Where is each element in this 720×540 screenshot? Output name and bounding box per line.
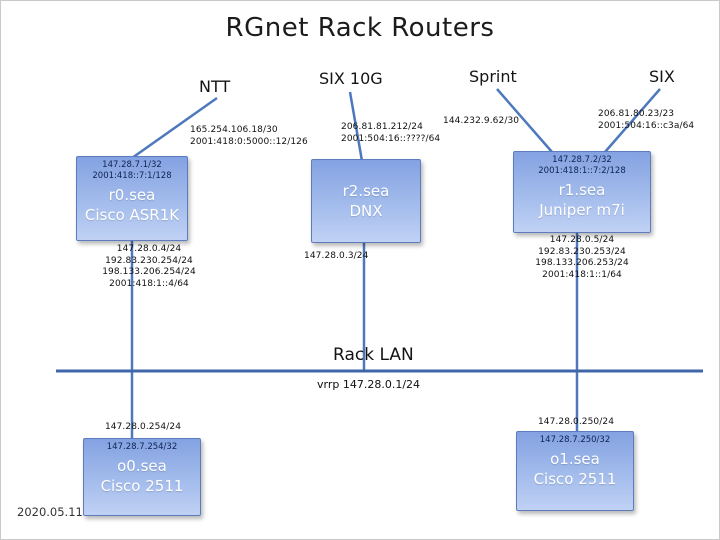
- r2-hostname: r2.sea: [342, 182, 390, 200]
- o0-hostname: o0.sea: [117, 457, 167, 476]
- r1-loopback-ips: 147.28.7.2/32 2001:418:1::7:2/128: [538, 155, 626, 177]
- r1-hostname: r1.sea: [558, 181, 606, 200]
- six10g-link-line: [348, 91, 364, 162]
- ntt-interface-ips: 165.254.106.18/30 2001:418:0:5000::12/12…: [190, 125, 308, 147]
- o0-loopback-ip: 147.28.7.254/32: [106, 442, 178, 452]
- r1-model: Juniper m7i: [539, 201, 625, 220]
- r2-model: DNX: [349, 202, 383, 220]
- six-link-line: [604, 88, 661, 153]
- slide-date: 2020.05.11: [17, 505, 83, 519]
- uplink-label-six10g: SIX 10G: [319, 69, 383, 88]
- o0-lan-ip: 147.28.0.254/24: [104, 422, 182, 432]
- r0-lan-ips: 147.28.0.4/24 192.83.230.254/24 198.133.…: [102, 244, 196, 290]
- six10g-interface-ips: 206.81.81.212/24 2001:504:16::????/64: [341, 122, 441, 144]
- console-node-o1: 147.28.7.250/32 o1.sea Cisco 2511: [516, 431, 634, 511]
- rack-lan-label: Rack LAN: [333, 345, 414, 365]
- uplink-label-sprint: Sprint: [469, 67, 517, 86]
- vrrp-address: vrrp 147.28.0.1/24: [317, 378, 421, 391]
- r0-hostname: r0.sea: [108, 186, 156, 205]
- router-node-r1: 147.28.7.2/32 2001:418:1::7:2/128 r1.sea…: [513, 151, 651, 233]
- r1-lan-ips: 147.28.0.5/24 192.83.230.253/24 198.133.…: [535, 235, 629, 281]
- r2-lan-ip: 147.28.0.3/24: [304, 251, 369, 261]
- o1-lan-ip: 147.28.0.250/24: [537, 417, 615, 427]
- router-node-r2: r2.sea DNX: [311, 159, 421, 243]
- r0-loopback-ips: 147.28.7.1/32 2001:418::7:1/128: [92, 160, 172, 182]
- six-interface-ips: 206.81.80.23/23 2001:504:16::c3a/64: [598, 109, 695, 131]
- uplink-label-six: SIX: [649, 67, 675, 86]
- router-node-r0: 147.28.7.1/32 2001:418::7:1/128 r0.sea C…: [76, 156, 188, 241]
- r0-model: Cisco ASR1K: [84, 206, 180, 225]
- diagram-title: RGnet Rack Routers: [225, 13, 495, 43]
- o1-hostname: o1.sea: [550, 450, 600, 469]
- uplink-label-ntt: NTT: [199, 77, 231, 96]
- o0-model: Cisco 2511: [100, 477, 184, 496]
- o1-model: Cisco 2511: [533, 470, 617, 489]
- o1-loopback-ip: 147.28.7.250/32: [539, 435, 611, 445]
- console-node-o0: 147.28.7.254/32 o0.sea Cisco 2511: [83, 438, 201, 516]
- sprint-link-line: [496, 88, 553, 153]
- ntt-link-line: [131, 96, 218, 160]
- sprint-interface-ip: 144.232.9.62/30: [443, 116, 520, 126]
